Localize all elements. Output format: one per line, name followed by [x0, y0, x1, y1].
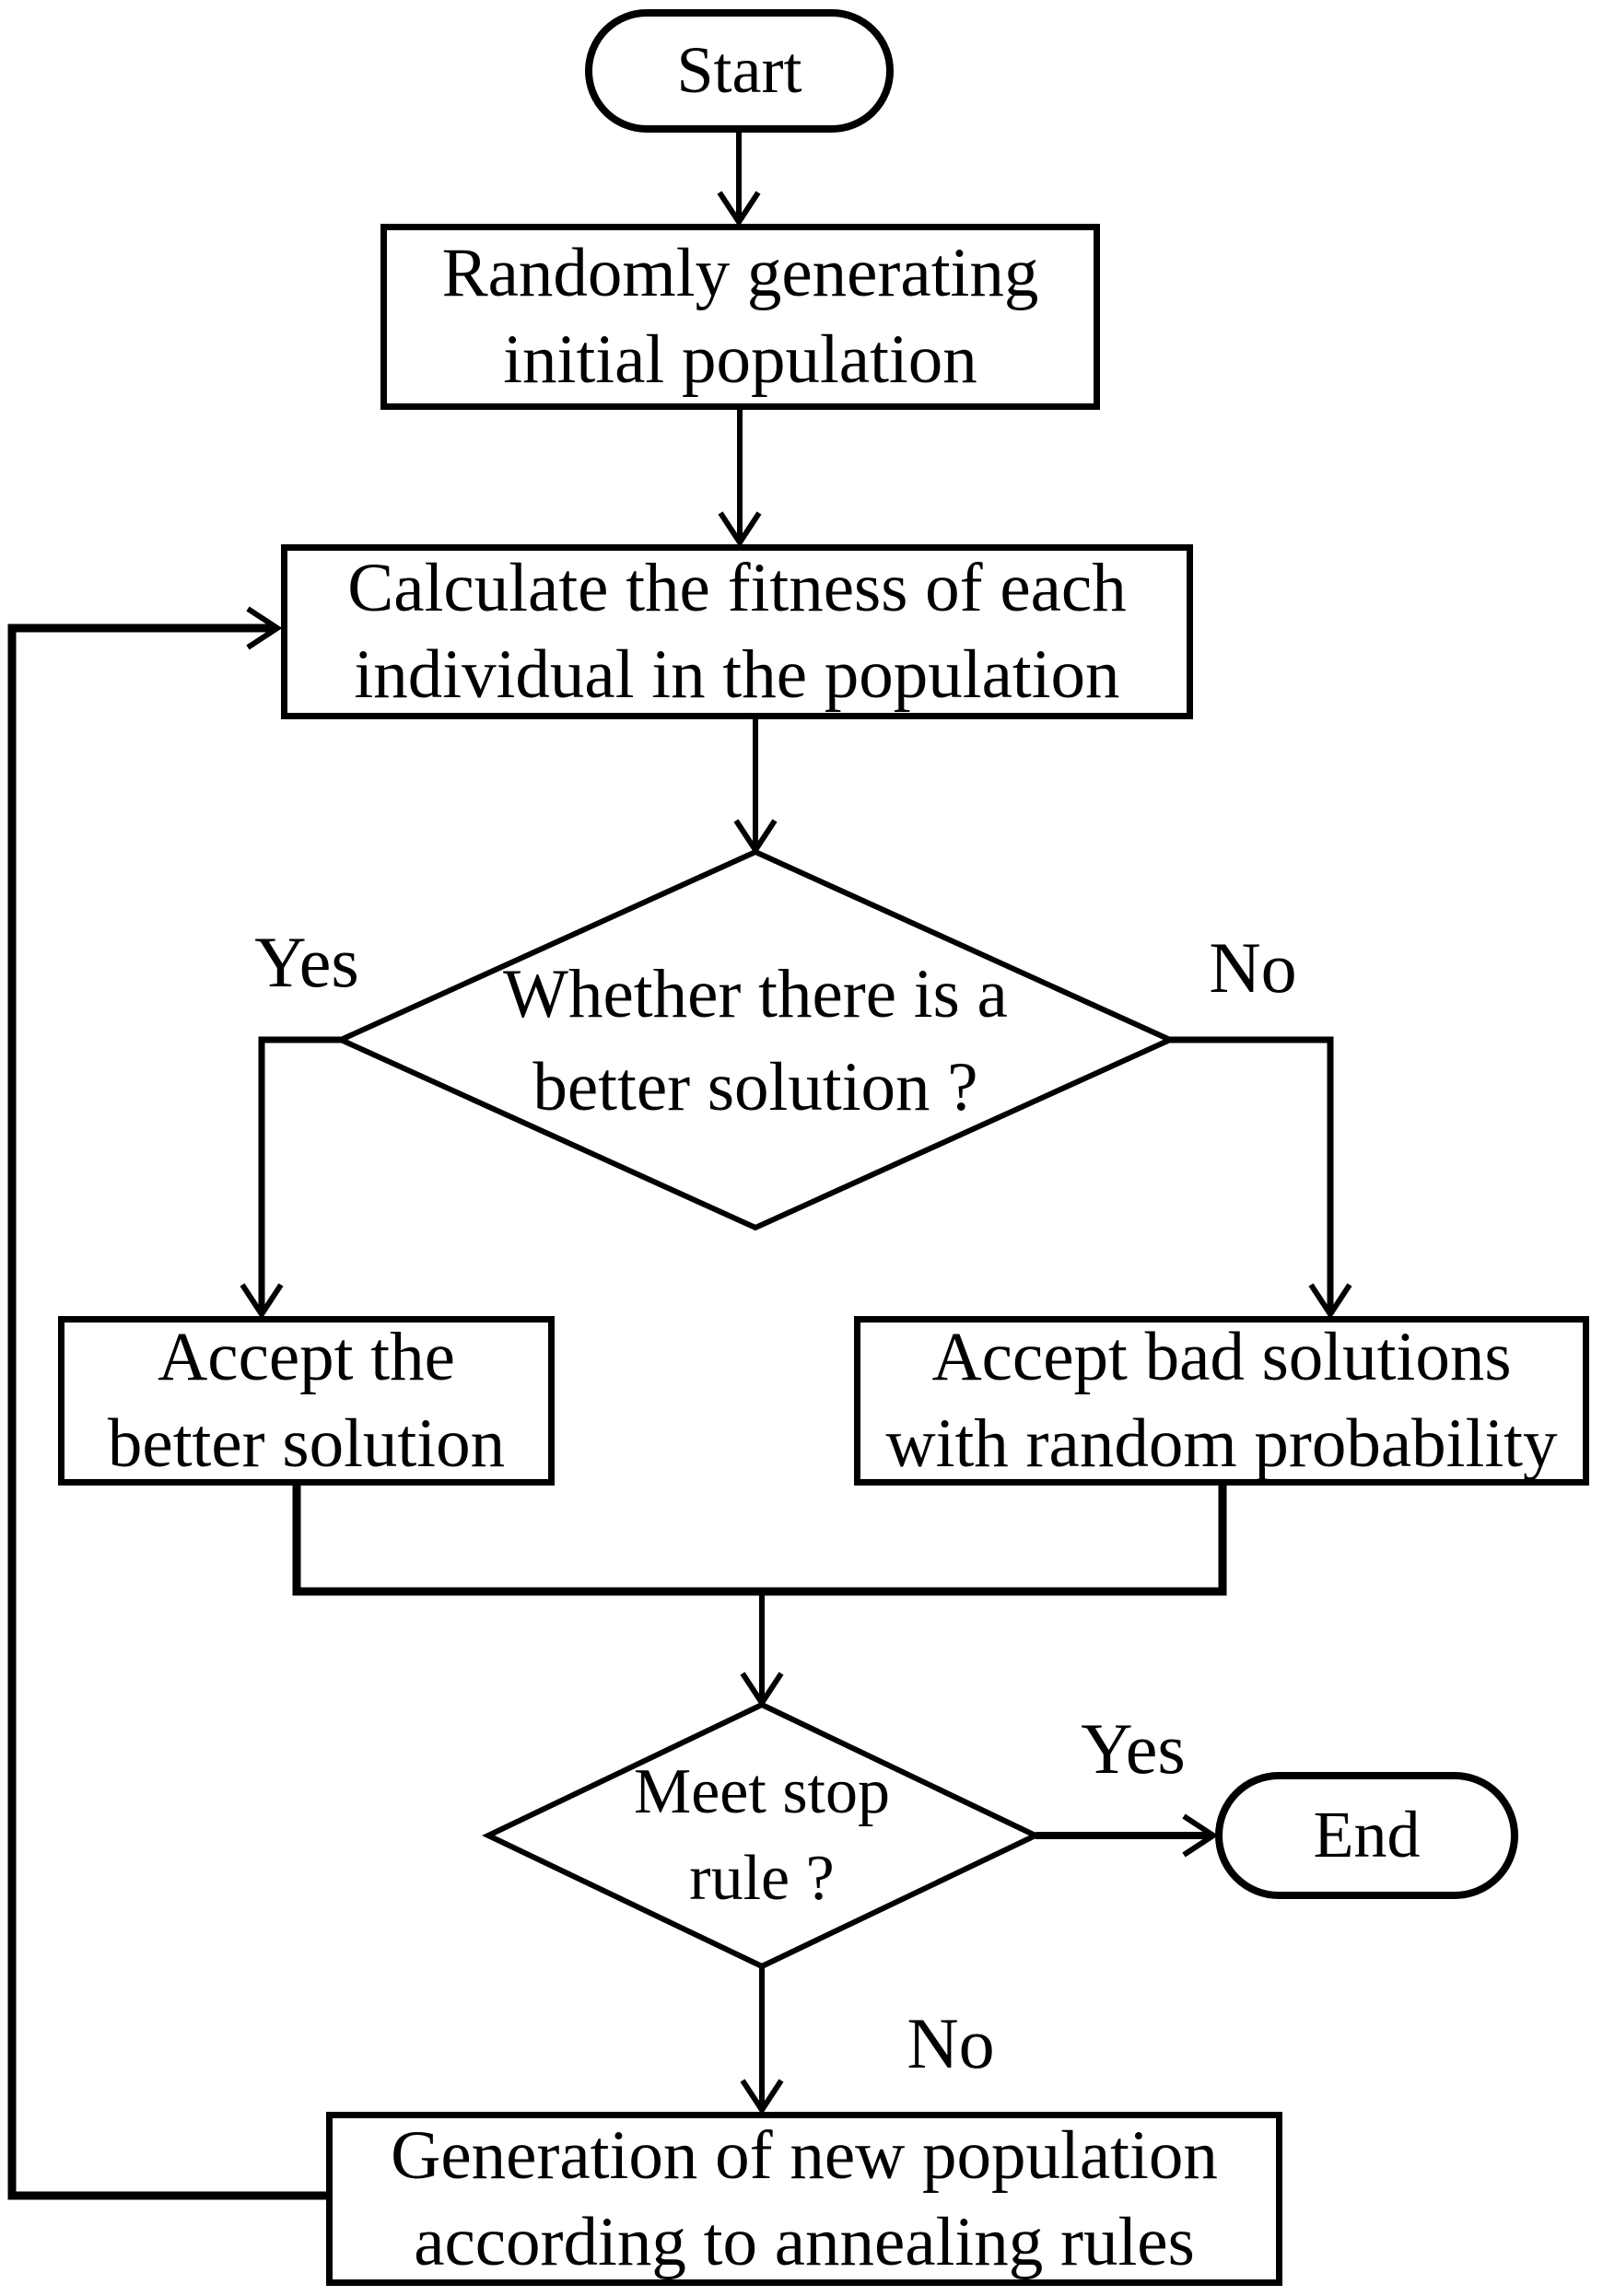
decision-diamond-better-solution: [333, 848, 1177, 1231]
edge-label-stop-rule-yes: Yes: [1081, 1708, 1186, 1789]
edge-loop-new-population-to-calc-fitness: [7, 624, 326, 2200]
arrowhead-into-end: [1182, 1813, 1219, 1858]
terminator-start: Start: [585, 9, 894, 133]
terminator-end: End: [1215, 1772, 1518, 1899]
process-calculate-fitness: Calculate the fitness of each individual…: [281, 544, 1193, 719]
process-initial-population: Randomly generating initial population: [380, 224, 1100, 410]
decision-better-solution-label: Whether there is a better solution ?: [503, 955, 1008, 1125]
process-accept-bad-solutions: Accept bad solutions with random probabi…: [854, 1316, 1589, 1486]
process-accept-better-solution: Accept the better solution: [58, 1316, 555, 1486]
edge-merge-accept-branches: [292, 1486, 1227, 1596]
edge-label-better-solution-yes: Yes: [254, 922, 359, 1002]
edge-label-stop-rule-no: No: [907, 2003, 995, 2083]
arrowhead-into-accept-better: [240, 1283, 284, 1320]
arrowhead-into-init-population: [717, 191, 761, 227]
decision-diamond-stop-rule: [482, 1701, 1042, 1970]
arrowhead-into-accept-bad: [1308, 1283, 1352, 1320]
edge-better-solution-no-to-accept-bad: [1170, 1036, 1334, 1311]
process-new-population: Generation of new population according t…: [326, 2112, 1282, 2286]
decision-stop-rule-label: Meet stop rule ?: [633, 1755, 891, 1915]
arrowhead-into-calc-fitness: [718, 511, 762, 548]
edge-better-solution-yes-to-accept-better: [258, 1036, 341, 1311]
arrowhead-loop-into-calc-fitness: [246, 606, 283, 650]
edge-label-better-solution-no: No: [1209, 927, 1297, 1008]
arrowhead-into-new-population: [740, 2079, 784, 2115]
